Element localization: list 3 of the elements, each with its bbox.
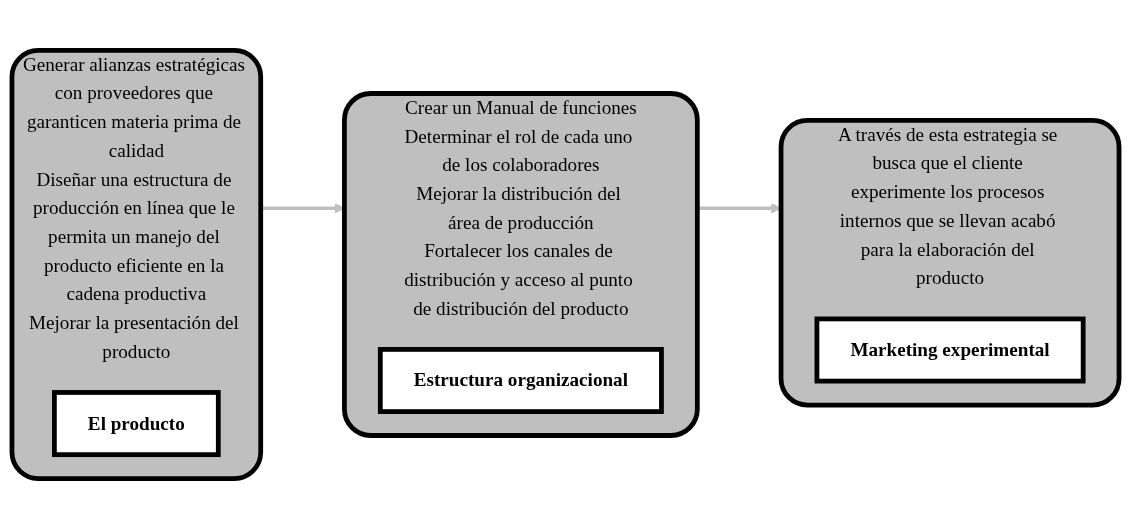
node-box: El producto xyxy=(52,390,221,458)
node-box: Marketing experimental xyxy=(814,316,1086,384)
node-box: Estructura organizacional xyxy=(377,347,664,414)
